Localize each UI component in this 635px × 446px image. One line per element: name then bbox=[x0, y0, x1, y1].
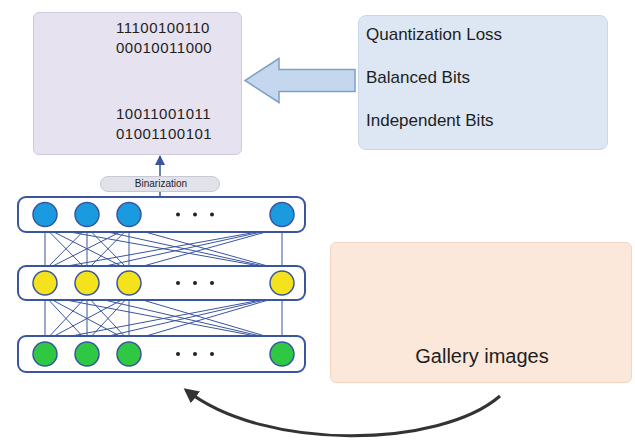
weight-line bbox=[45, 228, 46, 271]
weight-line bbox=[129, 228, 130, 271]
binary-code: 01001100101 bbox=[116, 125, 212, 142]
weight-line bbox=[129, 228, 282, 271]
neuron bbox=[33, 342, 57, 366]
weight-line bbox=[45, 296, 46, 341]
ellipsis-dot bbox=[193, 281, 197, 285]
loss-box: Quantization LossBalanced BitsIndependen… bbox=[358, 15, 608, 150]
weight-line bbox=[87, 228, 129, 271]
neuron bbox=[270, 203, 294, 227]
neuron bbox=[270, 271, 294, 295]
neuron bbox=[75, 271, 99, 295]
ellipsis-dot bbox=[210, 213, 214, 217]
constraint-label: Independent Bits bbox=[366, 111, 494, 131]
constraint-label: Balanced Bits bbox=[366, 68, 470, 88]
ellipsis-dot bbox=[176, 281, 180, 285]
binary-code: 00010011000 bbox=[116, 39, 212, 56]
binary-code: 10011001011 bbox=[116, 105, 211, 122]
ellipsis-dot bbox=[193, 213, 197, 217]
weight-line bbox=[87, 228, 282, 271]
neuron bbox=[75, 342, 99, 366]
layer-box bbox=[18, 266, 305, 300]
neuron bbox=[33, 271, 57, 295]
weight-line bbox=[87, 296, 129, 341]
weight-line bbox=[129, 296, 282, 341]
weight-line bbox=[129, 228, 282, 271]
weight-line bbox=[45, 228, 282, 271]
weight-line bbox=[87, 296, 282, 341]
ellipsis-dot bbox=[210, 281, 214, 285]
weight-line bbox=[87, 228, 129, 271]
gallery-box: Gallery images bbox=[330, 242, 632, 383]
weight-line bbox=[129, 296, 130, 341]
weight-line bbox=[45, 296, 282, 341]
code-box: 11100100110 00010011000 10011001011 0100110… bbox=[33, 12, 242, 155]
weight-line bbox=[45, 296, 282, 341]
binary-code: 11100100110 bbox=[116, 19, 210, 36]
neuron bbox=[75, 203, 99, 227]
neuron bbox=[33, 203, 57, 227]
ellipsis-dot bbox=[176, 213, 180, 217]
neuron bbox=[117, 271, 141, 295]
arrow-line bbox=[159, 156, 161, 176]
gallery-caption: Gallery images bbox=[415, 345, 548, 368]
neuron bbox=[117, 342, 141, 366]
neuron bbox=[270, 342, 294, 366]
ellipsis-dot bbox=[210, 352, 214, 356]
weight-line bbox=[129, 296, 282, 341]
constraint-label: Quantization Loss bbox=[366, 25, 502, 45]
ellipsis-dot bbox=[176, 352, 180, 356]
weight-line bbox=[282, 228, 283, 271]
network-layers bbox=[18, 197, 305, 372]
weight-line bbox=[282, 296, 283, 341]
neuron bbox=[117, 203, 141, 227]
step-label: Binarization bbox=[135, 178, 187, 190]
feedback-arrow bbox=[186, 390, 500, 436]
block-arrow bbox=[245, 59, 355, 103]
weight-line bbox=[45, 228, 282, 271]
layer-box bbox=[18, 336, 305, 372]
layer-box bbox=[18, 197, 305, 232]
binarization-pill: Binarization bbox=[100, 176, 220, 192]
weight-line bbox=[87, 296, 129, 341]
ellipsis-dot bbox=[193, 352, 197, 356]
